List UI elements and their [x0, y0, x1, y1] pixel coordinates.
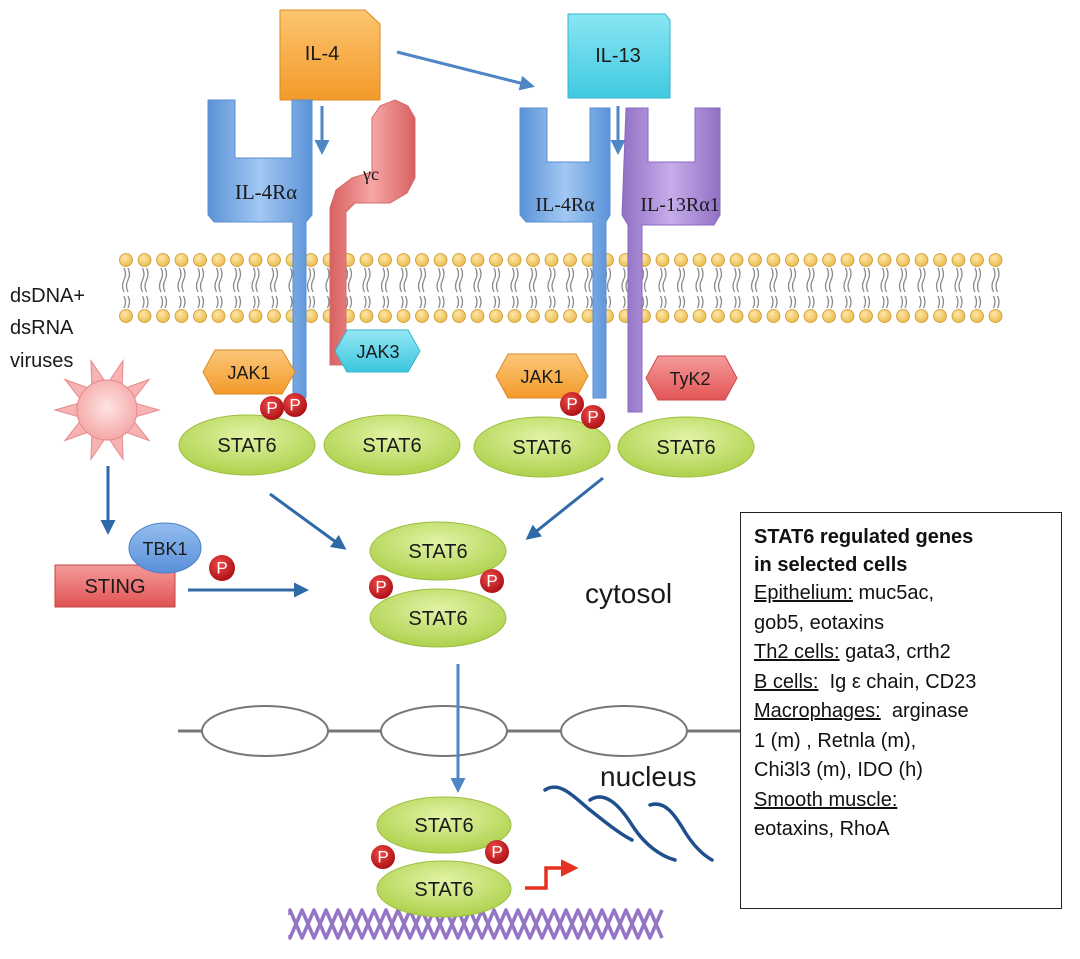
svg-text:JAK3: JAK3: [356, 342, 399, 362]
cell-membrane: [119, 253, 1003, 323]
gene-box-line: Macrophages: arginase: [754, 697, 1051, 727]
svg-text:STAT6: STAT6: [217, 435, 276, 457]
svg-text:P: P: [486, 572, 497, 591]
stat6-dimer-cytosol: STAT6 STAT6 P P: [369, 521, 507, 648]
phospho-tbk1: P: [209, 555, 235, 581]
gene-box-genes: Ig ε chain, CD23: [818, 670, 977, 693]
gene-box-line: Smooth muscle:: [754, 786, 1051, 816]
gene-box-genes: gata3, crth2: [839, 641, 951, 663]
svg-text:STAT6: STAT6: [408, 541, 467, 563]
il4-cytokine: IL-4: [279, 9, 381, 101]
gene-box-line: Th2 cells: gata3, crth2: [754, 638, 1051, 668]
gene-box-line: Chi3l3 (m), IDO (h): [754, 756, 1051, 786]
svg-text:dsDNA+: dsDNA+: [10, 285, 85, 307]
dna-strand: [288, 908, 664, 940]
svg-text:IL-4Rα: IL-4Rα: [235, 180, 297, 204]
svg-text:STING: STING: [84, 576, 145, 598]
svg-text:P: P: [587, 408, 598, 427]
gene-box-genes: eotaxins, RhoA: [754, 818, 890, 840]
svg-text:P: P: [375, 578, 386, 597]
gene-box-genes: gob5, eotaxins: [754, 611, 885, 634]
gene-box-cell-type: Smooth muscle:: [754, 788, 898, 811]
virus-icon: [53, 358, 161, 462]
svg-text:STAT6: STAT6: [656, 437, 715, 459]
svg-text:STAT6: STAT6: [512, 437, 571, 459]
svg-text:STAT6: STAT6: [414, 879, 473, 901]
gene-box-genes: 1 (m) , Retnla (m),: [754, 729, 917, 752]
gene-box-cell-type: Macrophages:: [754, 700, 881, 722]
phospho-jak1-left: P P: [260, 393, 307, 420]
mrna-transcripts: [543, 785, 714, 862]
gene-box-title-line-2: in selected cells: [754, 554, 908, 576]
gene-box-line: B cells: Ig ε chain, CD23: [754, 668, 1051, 698]
svg-text:STAT6: STAT6: [362, 435, 421, 457]
svg-text:dsRNA: dsRNA: [10, 317, 74, 339]
transcription-arrow: [525, 859, 579, 890]
svg-text:JAK1: JAK1: [227, 363, 270, 383]
stat6-regulated-genes-box: STAT6 regulated genes in selected cells …: [740, 512, 1062, 909]
svg-text:P: P: [266, 399, 277, 418]
jak3: JAK3: [334, 329, 421, 373]
tyk2: TyK2: [645, 355, 738, 401]
svg-text:P: P: [566, 395, 577, 414]
svg-text:IL-13Rα1: IL-13Rα1: [640, 194, 719, 216]
gamma-c-receptor: γc: [329, 99, 416, 366]
il4-to-il13-arrow: [396, 50, 535, 91]
svg-text:γc: γc: [362, 164, 379, 184]
stat6-jak1-right: STAT6: [473, 416, 611, 478]
gene-box-cell-type: Th2 cells:: [754, 641, 840, 663]
gene-box-line: eotaxins, RhoA: [754, 815, 1051, 845]
stat6-tyk2: STAT6: [617, 416, 755, 478]
stat6-gamma-c: STAT6: [323, 414, 461, 476]
cytosol-label: cytosol: [585, 578, 672, 609]
stat6-jak1-left: STAT6: [178, 414, 316, 476]
gene-box-cell-type: B cells:: [754, 670, 819, 693]
virus-label: dsDNA+ dsRNA viruses: [10, 285, 85, 372]
svg-text:TBK1: TBK1: [142, 539, 187, 559]
svg-text:viruses: viruses: [10, 350, 73, 372]
tbk1: TBK1: [128, 522, 202, 574]
gene-box-genes: muc5ac,: [852, 582, 935, 604]
gene-box-cell-type: Epithelium:: [754, 582, 853, 604]
phospho-jak1-right: P P: [560, 392, 605, 429]
gene-box-genes: arginase: [880, 700, 969, 722]
gene-box-line: Epithelium: muc5ac,: [754, 579, 1051, 609]
svg-text:P: P: [491, 843, 502, 862]
gene-box-title-line-1: STAT6 regulated genes: [754, 526, 974, 548]
stat6-dimer-nucleus: STAT6 STAT6 P P: [371, 796, 512, 918]
svg-text:IL-4: IL-4: [305, 43, 339, 65]
svg-text:TyK2: TyK2: [669, 369, 710, 389]
il4r-alpha-left: IL-4Rα: [207, 99, 313, 399]
svg-text:P: P: [216, 559, 227, 578]
gene-box-line: gob5, eotaxins: [754, 609, 1051, 639]
svg-text:JAK1: JAK1: [520, 367, 563, 387]
il13-cytokine: IL-13: [567, 13, 671, 99]
svg-text:STAT6: STAT6: [414, 815, 473, 837]
nucleus-label: nucleus: [600, 761, 697, 792]
svg-text:P: P: [377, 848, 388, 867]
svg-text:P: P: [289, 396, 300, 415]
il13r-alpha1-receptor: IL-13Rα1: [621, 107, 721, 413]
gene-box-genes: Chi3l3 (m), IDO (h): [754, 759, 923, 781]
jak1-right: JAK1: [495, 353, 589, 399]
svg-text:STAT6: STAT6: [408, 608, 467, 630]
jak1-left: JAK1: [202, 349, 296, 395]
svg-text:IL-4Rα: IL-4Rα: [535, 194, 595, 216]
il4r-alpha-right: IL-4Rα: [519, 107, 611, 399]
right-stat-to-dimer-arrow: [525, 476, 604, 540]
gene-box-line: 1 (m) , Retnla (m),: [754, 727, 1051, 757]
left-stat-to-dimer-arrow: [269, 492, 347, 550]
svg-text:IL-13: IL-13: [595, 45, 641, 67]
